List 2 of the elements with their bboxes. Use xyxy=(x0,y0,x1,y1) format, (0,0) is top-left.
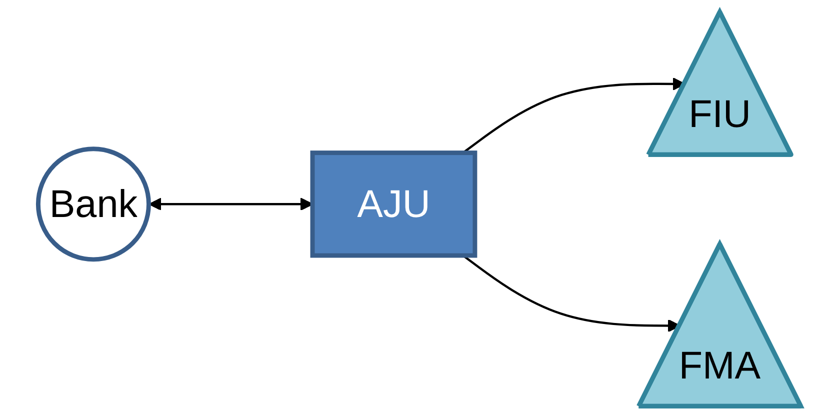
node-circle: Bank xyxy=(36,146,151,262)
node-box: AJU xyxy=(310,150,478,258)
